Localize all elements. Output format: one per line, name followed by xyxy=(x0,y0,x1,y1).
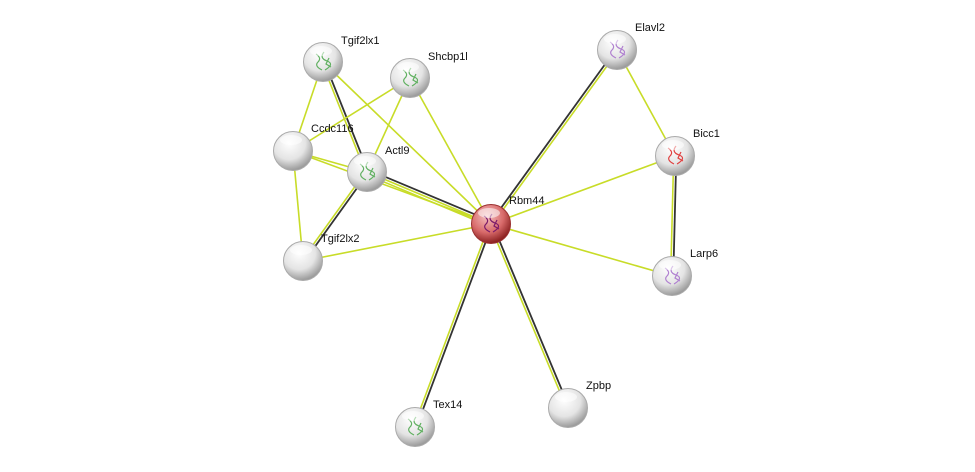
node-highlight xyxy=(478,208,500,218)
edge-rbm44-tex14-coexpression[interactable] xyxy=(415,224,494,428)
node-highlight xyxy=(397,62,419,72)
node-highlight xyxy=(354,156,376,166)
node-shcbp1l[interactable]: Shcbp1l xyxy=(390,51,468,98)
edge-rbm44-elavl2-coexpression[interactable] xyxy=(489,48,617,224)
edge-rbm44-zpbp-coexpression[interactable] xyxy=(491,223,571,408)
node-highlight xyxy=(659,260,681,270)
node-label: Bicc1 xyxy=(693,128,720,140)
node-highlight xyxy=(555,392,577,402)
edge-tgif2lx1-rbm44-textmining[interactable] xyxy=(322,61,492,225)
edge-shcbp1l-ccdc116-textmining[interactable] xyxy=(292,77,411,152)
edge-actl9-rbm44-textmining[interactable] xyxy=(366,171,492,225)
node-label: Zpbp xyxy=(586,380,611,392)
node-rbm44[interactable]: Rbm44 xyxy=(471,195,545,244)
edge-rbm44-tex14-textmining[interactable] xyxy=(413,223,491,427)
node-label: Elavl2 xyxy=(635,22,665,34)
node-label: Rbm44 xyxy=(509,195,544,207)
edge-tgif2lx2-rbm44-textmining[interactable] xyxy=(302,223,492,262)
edge-shcbp1l-rbm44-textmining[interactable] xyxy=(409,77,492,225)
node-label: Tgif2lx2 xyxy=(321,233,360,245)
node-label: Larp6 xyxy=(690,248,718,260)
edge-rbm44-larp6-textmining[interactable] xyxy=(490,223,673,277)
node-highlight xyxy=(310,46,332,56)
node-highlight xyxy=(402,411,424,421)
node-highlight xyxy=(662,140,684,150)
node-zpbp[interactable]: Zpbp xyxy=(548,380,612,428)
node-highlight xyxy=(280,135,302,145)
node-elavl2[interactable]: Elavl2 xyxy=(597,22,665,70)
node-tex14[interactable]: Tex14 xyxy=(395,399,463,447)
node-highlight xyxy=(604,34,626,44)
node-label: Ccdc116 xyxy=(311,123,354,135)
edge-elavl2-bicc1-textmining[interactable] xyxy=(616,49,676,157)
node-tgif2lx2[interactable]: Tgif2lx2 xyxy=(283,233,360,281)
node-bicc1[interactable]: Bicc1 xyxy=(655,128,720,176)
node-larp6[interactable]: Larp6 xyxy=(652,248,719,296)
edge-rbm44-elavl2-textmining[interactable] xyxy=(491,50,619,226)
node-label: Shcbp1l xyxy=(428,51,468,63)
node-actl9[interactable]: Actl9 xyxy=(347,145,410,192)
node-highlight xyxy=(290,245,312,255)
node-tgif2lx1[interactable]: Tgif2lx1 xyxy=(303,35,380,82)
edge-rbm44-zpbp-textmining[interactable] xyxy=(489,224,568,409)
node-label: Tgif2lx1 xyxy=(341,35,380,47)
node-label: Tex14 xyxy=(433,399,462,411)
edge-bicc1-larp6-coexpression[interactable] xyxy=(672,156,678,277)
edge-rbm44-bicc1-textmining[interactable] xyxy=(490,155,676,225)
node-ccdc116[interactable]: Ccdc116 xyxy=(273,123,354,171)
edge-bicc1-larp6-textmining[interactable] xyxy=(669,155,675,276)
node-label: Actl9 xyxy=(385,145,409,157)
edge-ccdc116-rbm44-textmining[interactable] xyxy=(292,150,492,225)
edge-actl9-rbm44-textmining[interactable] xyxy=(365,173,491,228)
edge-actl9-rbm44-coexpression[interactable] xyxy=(367,168,493,223)
